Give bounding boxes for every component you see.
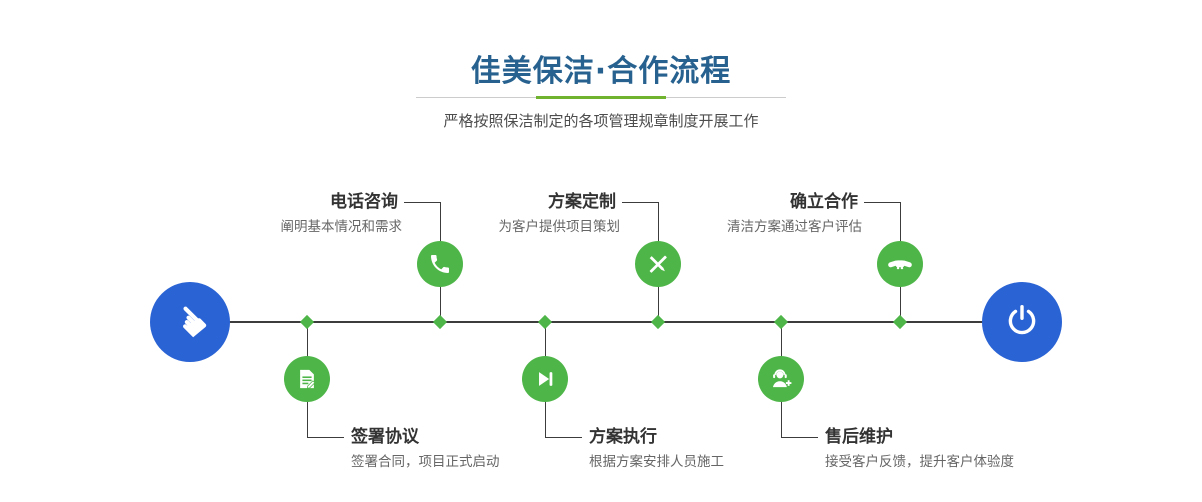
connector-elbow	[404, 202, 441, 203]
step-icon-circle	[417, 241, 463, 287]
page-title: 佳美保洁·合作流程	[470, 54, 732, 89]
timeline-line	[190, 321, 1022, 323]
pointing-hand-icon: ☚	[161, 293, 219, 351]
step-title: 签署协议	[351, 427, 419, 447]
step-icon-circle	[522, 356, 568, 402]
timeline-diamond	[650, 314, 666, 330]
timeline-diamond	[892, 314, 908, 330]
connector-elbow	[307, 437, 344, 438]
title-divider	[416, 96, 786, 99]
step-caption: 根据方案安排人员施工	[589, 454, 724, 470]
step-icon-circle	[877, 241, 923, 287]
start-node: ☚	[150, 282, 230, 362]
step-icon-circle	[284, 356, 330, 402]
step-title: 电话咨询	[330, 192, 398, 212]
step-caption: 接受客户反馈，提升客户体验度	[825, 454, 1014, 470]
step-caption: 签署合同，项目正式启动	[351, 454, 500, 470]
step-title: 售后维护	[825, 427, 893, 447]
connector-elbow	[781, 437, 818, 438]
step-caption: 阐明基本情况和需求	[280, 219, 403, 235]
step-icon-circle	[758, 356, 804, 402]
timeline-diamond	[537, 314, 553, 330]
connector-elbow	[864, 202, 901, 203]
pencil-ruler-icon	[646, 252, 670, 276]
divider-accent	[536, 96, 666, 99]
step-title: 确立合作	[790, 192, 858, 212]
phone-icon	[428, 252, 452, 276]
timeline-diamond	[299, 314, 315, 330]
step-caption: 清洁方案通过客户评估	[727, 219, 862, 235]
contract-icon	[296, 368, 318, 390]
handshake-icon	[887, 251, 913, 277]
step-caption: 为客户提供项目策划	[498, 219, 621, 235]
step-title: 方案执行	[589, 427, 657, 447]
step-title: 方案定制	[548, 192, 616, 212]
end-node	[982, 282, 1062, 362]
page-subtitle: 严格按照保洁制定的各项管理规章制度开展工作	[443, 112, 759, 130]
timeline-diamond	[773, 314, 789, 330]
headset-icon	[768, 366, 794, 392]
connector-elbow	[622, 202, 659, 203]
step-icon-circle	[635, 241, 681, 287]
connector-elbow	[545, 437, 582, 438]
play-next-icon	[534, 368, 556, 390]
timeline-diamond	[432, 314, 448, 330]
power-icon	[1005, 303, 1039, 341]
